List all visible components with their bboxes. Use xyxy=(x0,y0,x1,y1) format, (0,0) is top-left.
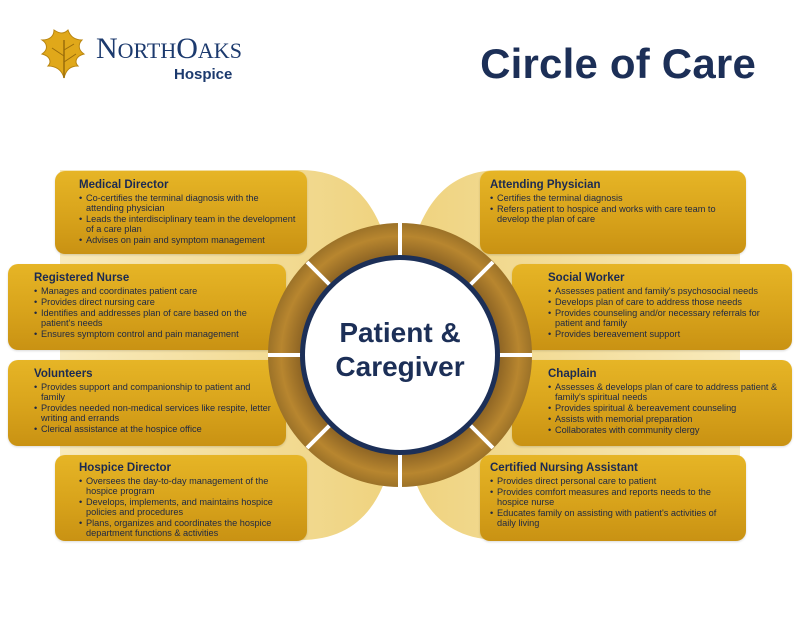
role-box-medical-director: Medical Director Co-certifies the termin… xyxy=(55,171,307,254)
role-item: Provides spiritual & bereavement counsel… xyxy=(548,403,784,414)
role-box-hospice-director: Hospice Director Oversees the day-to-day… xyxy=(55,455,307,541)
role-item: Leads the interdisciplinary team in the … xyxy=(79,214,297,235)
role-title: Chaplain xyxy=(548,368,597,380)
oak-leaf-icon xyxy=(40,29,86,79)
role-item: Provides support and companionship to pa… xyxy=(34,382,276,403)
role-title: Registered Nurse xyxy=(34,272,130,284)
role-item: Certifies the terminal diagnosis xyxy=(490,193,736,204)
role-item: Clerical assistance at the hospice offic… xyxy=(34,424,276,435)
role-box-registered-nurse: Registered Nurse Manages and coordinates… xyxy=(8,264,286,350)
role-item: Provides direct nursing care xyxy=(34,297,276,308)
role-box-social-worker: Social Worker Assesses patient and famil… xyxy=(512,264,792,350)
role-item: Develops, implements, and maintains hosp… xyxy=(79,497,297,518)
role-item: Provides bereavement support xyxy=(548,329,784,340)
logo-orth: ORTH xyxy=(117,38,177,63)
role-item: Co-certifies the terminal diagnosis with… xyxy=(79,193,297,214)
role-title: Medical Director xyxy=(79,179,169,191)
role-items: Certifies the terminal diagnosis Refers … xyxy=(490,193,736,225)
ring-inner xyxy=(305,260,495,450)
role-items: Manages and coordinates patient care Pro… xyxy=(34,286,276,340)
role-box-volunteers: Volunteers Provides support and companio… xyxy=(8,360,286,446)
role-items: Provides support and companionship to pa… xyxy=(34,382,276,435)
center-label: Patient & Caregiver xyxy=(298,316,502,383)
role-item: Ensures symptom control and pain managem… xyxy=(34,329,276,340)
role-box-certified-nursing-assistant: Certified Nursing Assistant Provides dir… xyxy=(480,455,746,541)
center-line-2: Caregiver xyxy=(335,350,465,382)
role-item: Educates family on assisting with patien… xyxy=(490,508,736,529)
role-item: Assesses patient and family's psychosoci… xyxy=(548,286,784,297)
role-item: Provides needed non-medical services lik… xyxy=(34,403,276,424)
ring-dividers xyxy=(268,223,532,487)
northoaks-logo: NORTHOAKS Hospice xyxy=(34,26,244,86)
role-item: Collaborates with community clergy xyxy=(548,425,784,436)
role-items: Oversees the day-to-day management of th… xyxy=(79,476,297,539)
role-item: Assesses & develops plan of care to addr… xyxy=(548,382,784,403)
role-item: Plans, organizes and coordinates the hos… xyxy=(79,518,297,539)
role-title: Attending Physician xyxy=(490,179,601,191)
role-box-chaplain: Chaplain Assesses & develops plan of car… xyxy=(512,360,792,446)
role-title: Certified Nursing Assistant xyxy=(490,462,638,474)
logo-subtitle: Hospice xyxy=(174,66,233,83)
role-item: Identifies and addresses plan of care ba… xyxy=(34,308,276,329)
role-item: Provides counseling and/or necessary ref… xyxy=(548,308,784,329)
role-item: Refers patient to hospice and works with… xyxy=(490,204,736,225)
role-item: Oversees the day-to-day management of th… xyxy=(79,476,297,497)
role-item: Manages and coordinates patient care xyxy=(34,286,276,297)
role-item: Assists with memorial preparation xyxy=(548,414,784,425)
logo-aks: AKS xyxy=(197,38,242,63)
role-items: Assesses patient and family's psychosoci… xyxy=(548,286,784,340)
role-item: Advises on pain and symptom management xyxy=(79,235,297,246)
logo-n: N xyxy=(96,32,118,65)
role-items: Assesses & develops plan of care to addr… xyxy=(548,382,784,436)
role-items: Provides direct personal care to patient… xyxy=(490,476,736,529)
role-title: Social Worker xyxy=(548,272,625,284)
role-items: Co-certifies the terminal diagnosis with… xyxy=(79,193,297,246)
role-item: Provides direct personal care to patient xyxy=(490,476,736,487)
logo-wordmark: NORTHOAKS xyxy=(96,34,242,64)
logo-o: O xyxy=(176,32,198,65)
role-title: Volunteers xyxy=(34,368,93,380)
role-title: Hospice Director xyxy=(79,462,172,474)
center-line-1: Patient & xyxy=(339,317,461,348)
page-title: Circle of Care xyxy=(480,40,756,87)
role-box-attending-physician: Attending Physician Certifies the termin… xyxy=(480,171,746,254)
role-item: Develops plan of care to address those n… xyxy=(548,297,784,308)
role-item: Provides comfort measures and reports ne… xyxy=(490,487,736,508)
